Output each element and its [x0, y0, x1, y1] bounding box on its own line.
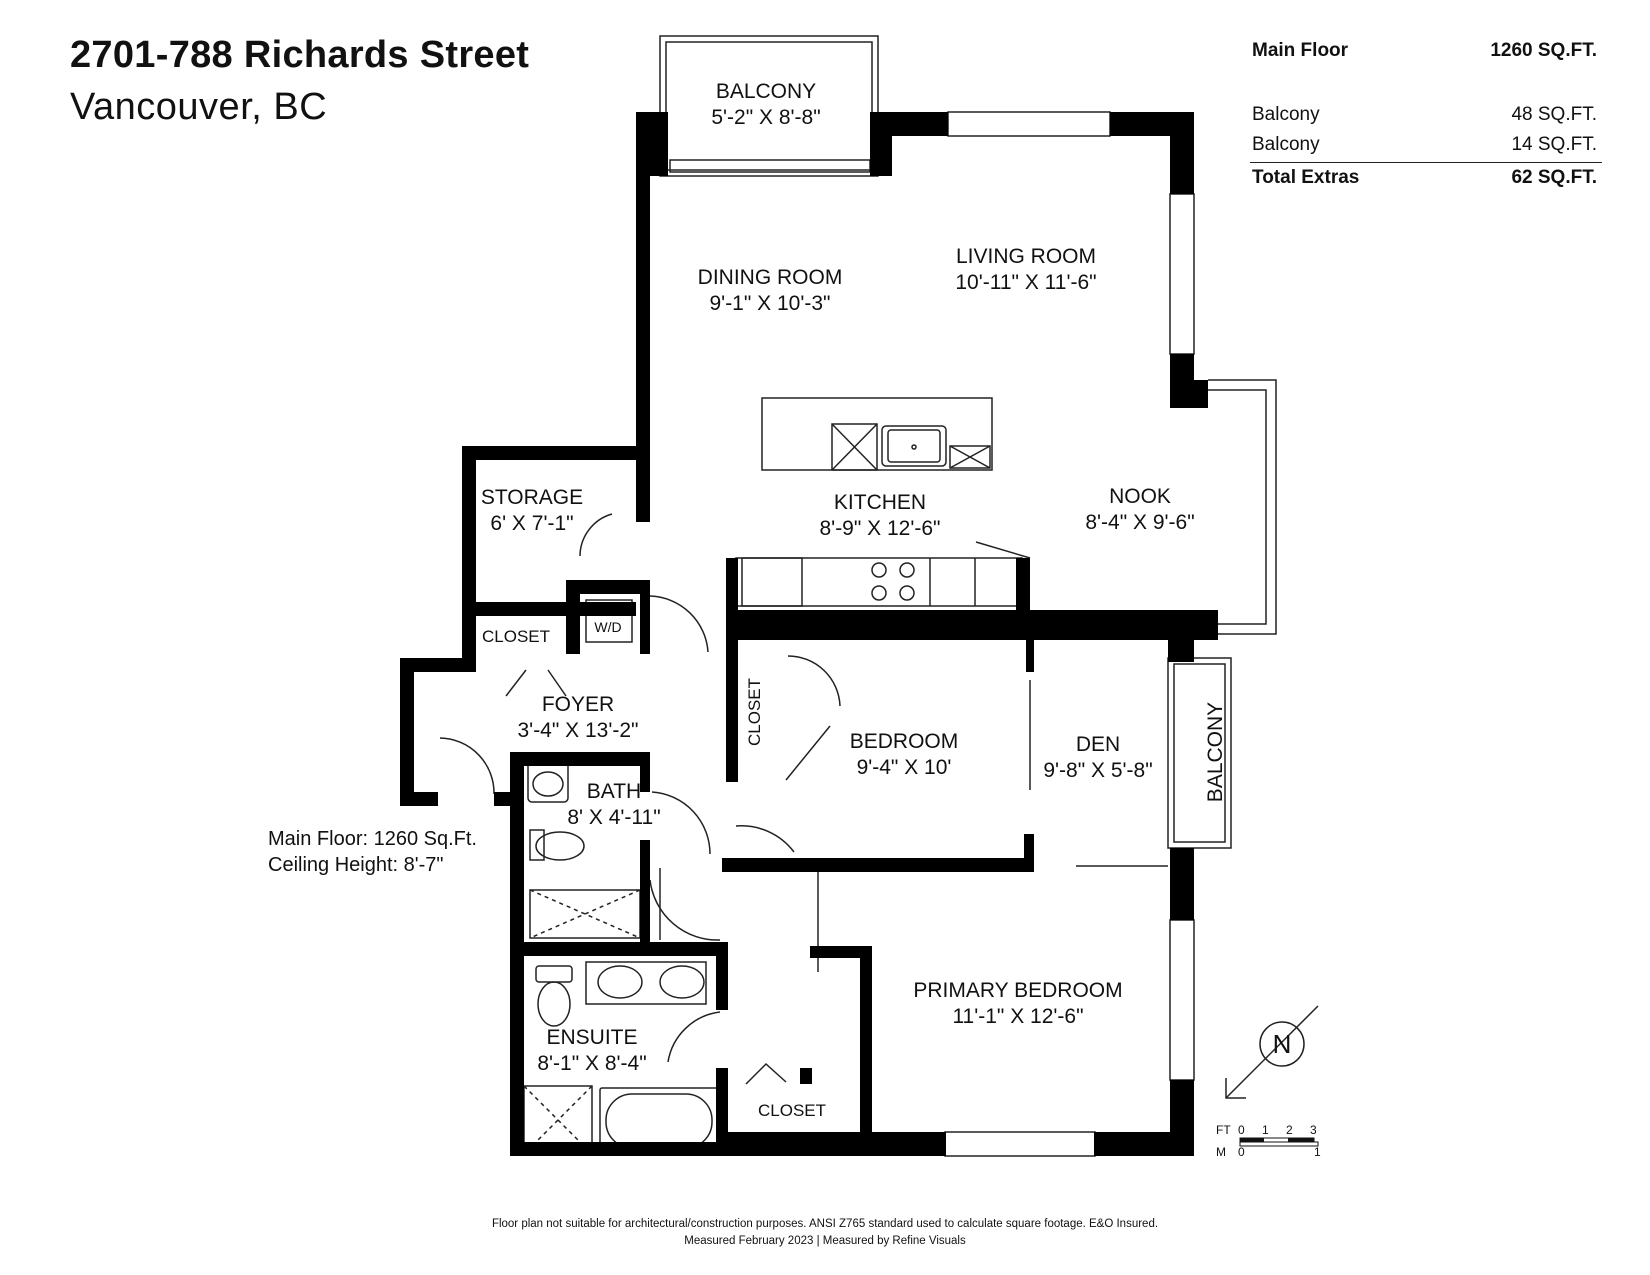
compass-icon — [1225, 1005, 1319, 1099]
room-name-balcony-side: BALCONY — [1204, 702, 1227, 802]
scale-ft-tick: 1 — [1262, 1123, 1269, 1137]
room-name-wd: W/D — [594, 619, 621, 635]
area-row-value: 14 SQ.FT. — [1511, 134, 1597, 155]
room-dim-living: 10'-11" X 11'-6" — [955, 271, 1096, 294]
room-name-closet-foyer: CLOSET — [482, 627, 550, 646]
balcony-side-outline — [1167, 657, 1232, 849]
scale-m-label: M — [1216, 1145, 1226, 1159]
area-row-balcony: Balcony 48 SQ.FT. — [1252, 100, 1597, 130]
room-dim-foyer: 3'-4" X 13'-2" — [518, 719, 639, 742]
disclaimer: Floor plan not suitable for architectura… — [0, 1216, 1650, 1250]
area-row-label: Balcony — [1252, 134, 1320, 155]
room-dim-bedroom: 9'-4" X 10' — [857, 756, 952, 779]
room-dim-den: 9'-8" X 5'-8" — [1043, 759, 1152, 782]
room-name-primary: PRIMARY BEDROOM — [913, 979, 1122, 1002]
room-name-bedroom: BEDROOM — [850, 730, 959, 753]
measurement-credit: Measured February 2023 | Measured by Ref… — [684, 1235, 966, 1247]
room-dim-storage: 6' X 7'-1" — [490, 512, 573, 535]
main-floor-area-text: Main Floor: 1260 Sq.Ft. — [268, 828, 477, 850]
room-dim-bath: 8' X 4'-11" — [567, 806, 660, 829]
area-row-main-floor: Main Floor 1260 SQ.FT. — [1252, 36, 1597, 66]
room-name-closet-bedroom: CLOSET — [745, 678, 764, 746]
scale-ft-tick: 3 — [1310, 1123, 1317, 1137]
property-city: Vancouver, BC — [70, 86, 328, 128]
room-name-foyer: FOYER — [542, 693, 614, 716]
area-row-label: Main Floor — [1252, 40, 1349, 61]
area-row-balcony: Balcony 14 SQ.FT. — [1252, 130, 1597, 162]
area-row-value: 62 SQ.FT. — [1511, 167, 1597, 188]
room-name-kitchen: KITCHEN — [834, 491, 926, 514]
room-name-den: DEN — [1076, 733, 1120, 756]
area-row-value: 1260 SQ.FT. — [1490, 40, 1597, 61]
area-row-value: 48 SQ.FT. — [1511, 104, 1597, 125]
disclaimer-line: Floor plan not suitable for architectura… — [491, 1218, 1159, 1230]
walls — [400, 112, 1218, 1156]
room-name-living: LIVING ROOM — [956, 245, 1096, 268]
area-row-label: Total Extras — [1252, 167, 1360, 188]
room-dim-kitchen: 8'-9" X 12'-6" — [820, 517, 941, 540]
room-dim-dining: 9'-1" X 10'-3" — [710, 292, 831, 315]
floor-area-note: Main Floor: 1260 Sq.Ft. Ceiling Height: … — [268, 826, 477, 878]
room-name-storage: STORAGE — [481, 486, 583, 509]
room-name-closet-primary: CLOSET — [758, 1101, 826, 1120]
room-name-dining: DINING ROOM — [698, 266, 843, 289]
scale-bar: FT 0 1 2 3 M 0 1 — [1216, 1123, 1321, 1159]
nook-bay-outline — [1208, 379, 1277, 635]
scale-m-tick: 0 — [1238, 1145, 1245, 1159]
area-table-divider — [1250, 162, 1602, 163]
kitchen-counter — [735, 557, 1023, 607]
balcony-top-outline — [659, 35, 879, 177]
room-dim-primary: 11'-1" X 12'-6" — [952, 1005, 1083, 1028]
area-summary-table: Main Floor 1260 SQ.FT. Balcony 48 SQ.FT.… — [1250, 36, 1602, 193]
ceiling-height-text: Ceiling Height: 8'-7" — [268, 854, 444, 876]
scale-ft-tick: 2 — [1286, 1123, 1293, 1137]
scale-m-tick: 1 — [1314, 1145, 1321, 1159]
room-dim-balcony-top: 5'-2" X 8'-8" — [711, 106, 820, 129]
room-name-bath: BATH — [587, 780, 641, 803]
room-dim-nook: 8'-4" X 9'-6" — [1085, 511, 1194, 534]
area-row-total-extras: Total Extras 62 SQ.FT. — [1252, 163, 1597, 193]
scale-ft-tick: 0 — [1238, 1123, 1245, 1137]
property-address-title: 2701-788 Richards Street — [70, 34, 530, 76]
room-name-nook: NOOK — [1109, 485, 1171, 508]
compass-label: N — [1273, 1029, 1292, 1059]
area-row-label: Balcony — [1252, 104, 1320, 125]
room-name-balcony-top: BALCONY — [716, 80, 816, 103]
room-name-ensuite: ENSUITE — [546, 1026, 637, 1049]
scale-ft-label: FT — [1216, 1123, 1231, 1137]
washer-dryer-unit — [585, 599, 633, 643]
room-dim-ensuite: 8'-1" X 8'-4" — [537, 1052, 646, 1075]
